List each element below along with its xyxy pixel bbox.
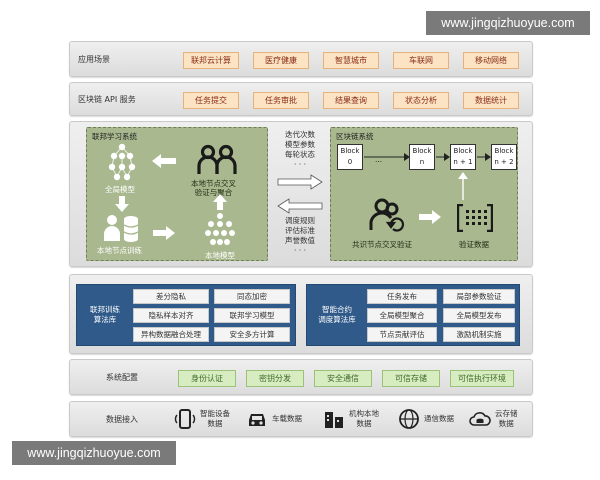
sc-algo-item: 激励机制实施 bbox=[443, 327, 515, 342]
data-access-label: 数据接入 bbox=[106, 414, 138, 424]
chain-arrow-icon bbox=[436, 153, 450, 161]
arrow-to-fl-icon bbox=[277, 198, 323, 214]
consensus-people-icon bbox=[369, 198, 405, 232]
exchange-down-line: 评估标准 bbox=[285, 226, 315, 235]
exchange-down-line: 调度规则 bbox=[285, 216, 315, 225]
sys-config-item: 安全通信 bbox=[314, 370, 372, 387]
exchange-up-line: 迭代次数 bbox=[285, 130, 315, 139]
global-model-label: 全局模型 bbox=[105, 185, 135, 194]
fl-algo-label: 联邦训练 算法库 bbox=[90, 305, 120, 324]
data-grid-icon bbox=[457, 204, 493, 232]
api-item: 状态分析 bbox=[393, 92, 449, 109]
sc-algo-library: 智能合约 调度算法库 任务发布 局部参数验证 全局模型聚合 全局模型发布 节点贡… bbox=[306, 284, 520, 346]
api-layer-label: 区块链 API 服务 bbox=[78, 94, 136, 104]
cloud-storage-icon bbox=[469, 412, 491, 426]
sys-config-item: 身份认证 bbox=[178, 370, 236, 387]
exchange-up-line: · · · bbox=[294, 160, 306, 169]
arrow-up-thin-icon bbox=[458, 172, 468, 200]
fl-algo-item: 差分隐私 bbox=[133, 289, 209, 304]
arrow-to-blockchain-icon bbox=[277, 174, 323, 190]
data-access-layer: 数据接入 智能设备 数据 车载数据 机构本地 数据 bbox=[69, 401, 533, 437]
algorithm-layer: 联邦训练 算法库 差分隐私 同态加密 隐私样本对齐 联邦学习模型 异构数据融合处… bbox=[69, 274, 533, 354]
fl-algo-item: 隐私样本对齐 bbox=[133, 308, 209, 323]
fl-algo-item: 联邦学习模型 bbox=[214, 308, 290, 323]
people-icon bbox=[197, 144, 237, 174]
sys-config-item: 可信执行环境 bbox=[450, 370, 514, 387]
app-item: 车联网 bbox=[393, 52, 449, 69]
sys-config-label: 系统配置 bbox=[106, 372, 138, 382]
block-n-plus-1: Block n + 1 bbox=[450, 144, 476, 170]
arrow-right-icon bbox=[419, 210, 441, 224]
cross-verify-line: 本地节点交叉 bbox=[191, 179, 236, 188]
api-item: 数据统计 bbox=[463, 92, 519, 109]
exchange-down-text: 调度规则 评估标准 声誉数值 · · · bbox=[278, 216, 322, 256]
local-train-label: 本地节点训练 bbox=[97, 246, 142, 255]
building-icon bbox=[325, 412, 343, 428]
watermark-top: www.jingqizhuoyue.com bbox=[426, 11, 590, 35]
bc-system-title: 区块链系统 bbox=[336, 132, 374, 141]
sc-algo-item: 局部参数验证 bbox=[443, 289, 515, 304]
neural-net-icon bbox=[108, 143, 136, 181]
sc-algo-item: 全局模型发布 bbox=[443, 308, 515, 323]
app-item: 联邦云计算 bbox=[183, 52, 239, 69]
consensus-label: 共识节点交叉验证 bbox=[352, 240, 412, 249]
chain-arrow-icon bbox=[477, 153, 491, 161]
app-layer-label: 应用场景 bbox=[78, 54, 110, 64]
api-layer: 区块链 API 服务 任务提交 任务审批 结果查询 状态分析 数据统计 bbox=[69, 82, 533, 116]
sys-config-item: 密钥分发 bbox=[246, 370, 304, 387]
api-item: 任务审批 bbox=[253, 92, 309, 109]
exchange-down-line: 声誉数值 bbox=[285, 236, 315, 245]
exchange-up-line: 模型参数 bbox=[285, 140, 315, 149]
exchange-down-line: · · · bbox=[294, 246, 306, 255]
data-source-item: 机构本地 数据 bbox=[323, 408, 379, 430]
person-database-icon bbox=[104, 215, 139, 242]
cross-verify-line: 验证与聚合 bbox=[194, 188, 233, 197]
api-item: 任务提交 bbox=[183, 92, 239, 109]
data-source-item: 通信数据 bbox=[398, 408, 454, 430]
app-item: 移动网络 bbox=[463, 52, 519, 69]
local-model-label: 本地模型 bbox=[205, 251, 235, 260]
main-panel: 联邦学习系统 全局模型 本地节点 bbox=[69, 121, 533, 267]
app-item: 医疗健康 bbox=[253, 52, 309, 69]
fl-algo-item: 异构数据融合处理 bbox=[133, 327, 209, 342]
watermark-bottom: www.jingqizhuoyue.com bbox=[12, 441, 176, 465]
arrow-up-icon bbox=[213, 194, 227, 210]
sc-algo-item: 节点贡献评估 bbox=[367, 327, 437, 342]
sc-algo-item: 全局模型聚合 bbox=[367, 308, 437, 323]
block-n: Block n bbox=[409, 144, 435, 170]
app-layer: 应用场景 联邦云计算 医疗健康 智慧城市 车联网 移动网络 bbox=[69, 41, 533, 77]
arrow-right-icon bbox=[153, 226, 175, 240]
car-icon bbox=[249, 414, 265, 426]
smart-device-icon bbox=[174, 409, 196, 429]
data-source-item: 车载数据 bbox=[246, 408, 302, 430]
sc-algo-label: 智能合约 调度算法库 bbox=[318, 305, 356, 324]
api-item: 结果查询 bbox=[323, 92, 379, 109]
sys-config-layer: 系统配置 身份认证 密钥分发 安全通信 可信存储 可信执行环境 bbox=[69, 359, 533, 395]
arrow-left-icon bbox=[152, 154, 176, 168]
fl-system-panel: 联邦学习系统 全局模型 本地节点 bbox=[86, 127, 268, 261]
data-source-item: 云存储 数据 bbox=[469, 408, 518, 430]
data-source-item: 智能设备 数据 bbox=[174, 408, 230, 430]
fl-system-title: 联邦学习系统 bbox=[92, 132, 137, 141]
fl-algo-item: 同态加密 bbox=[214, 289, 290, 304]
local-neural-net-icon bbox=[205, 213, 235, 245]
exchange-up-line: 每轮状态 bbox=[285, 150, 315, 159]
cross-verify-label: 本地节点交叉 验证与聚合 bbox=[191, 179, 236, 197]
sys-config-item: 可信存储 bbox=[382, 370, 440, 387]
fl-algo-item: 安全多方计算 bbox=[214, 327, 290, 342]
network-icon bbox=[399, 409, 419, 429]
verify-data-label: 验证数据 bbox=[459, 240, 489, 249]
app-item: 智慧城市 bbox=[323, 52, 379, 69]
sc-algo-item: 任务发布 bbox=[367, 289, 437, 304]
chain-arrow-icon bbox=[364, 153, 410, 161]
exchange-up-text: 迭代次数 模型参数 每轮状态 · · · bbox=[278, 130, 322, 170]
block-n-plus-2: Block n + 2 bbox=[491, 144, 517, 170]
block-0: Block 0 bbox=[337, 144, 363, 170]
arrow-down-icon bbox=[115, 196, 129, 212]
fl-algo-library: 联邦训练 算法库 差分隐私 同态加密 隐私样本对齐 联邦学习模型 异构数据融合处… bbox=[76, 284, 296, 346]
chain-ellipsis: ... bbox=[375, 155, 383, 164]
bc-system-panel: 区块链系统 Block 0 Block n Block n + 1 Block … bbox=[330, 127, 518, 261]
